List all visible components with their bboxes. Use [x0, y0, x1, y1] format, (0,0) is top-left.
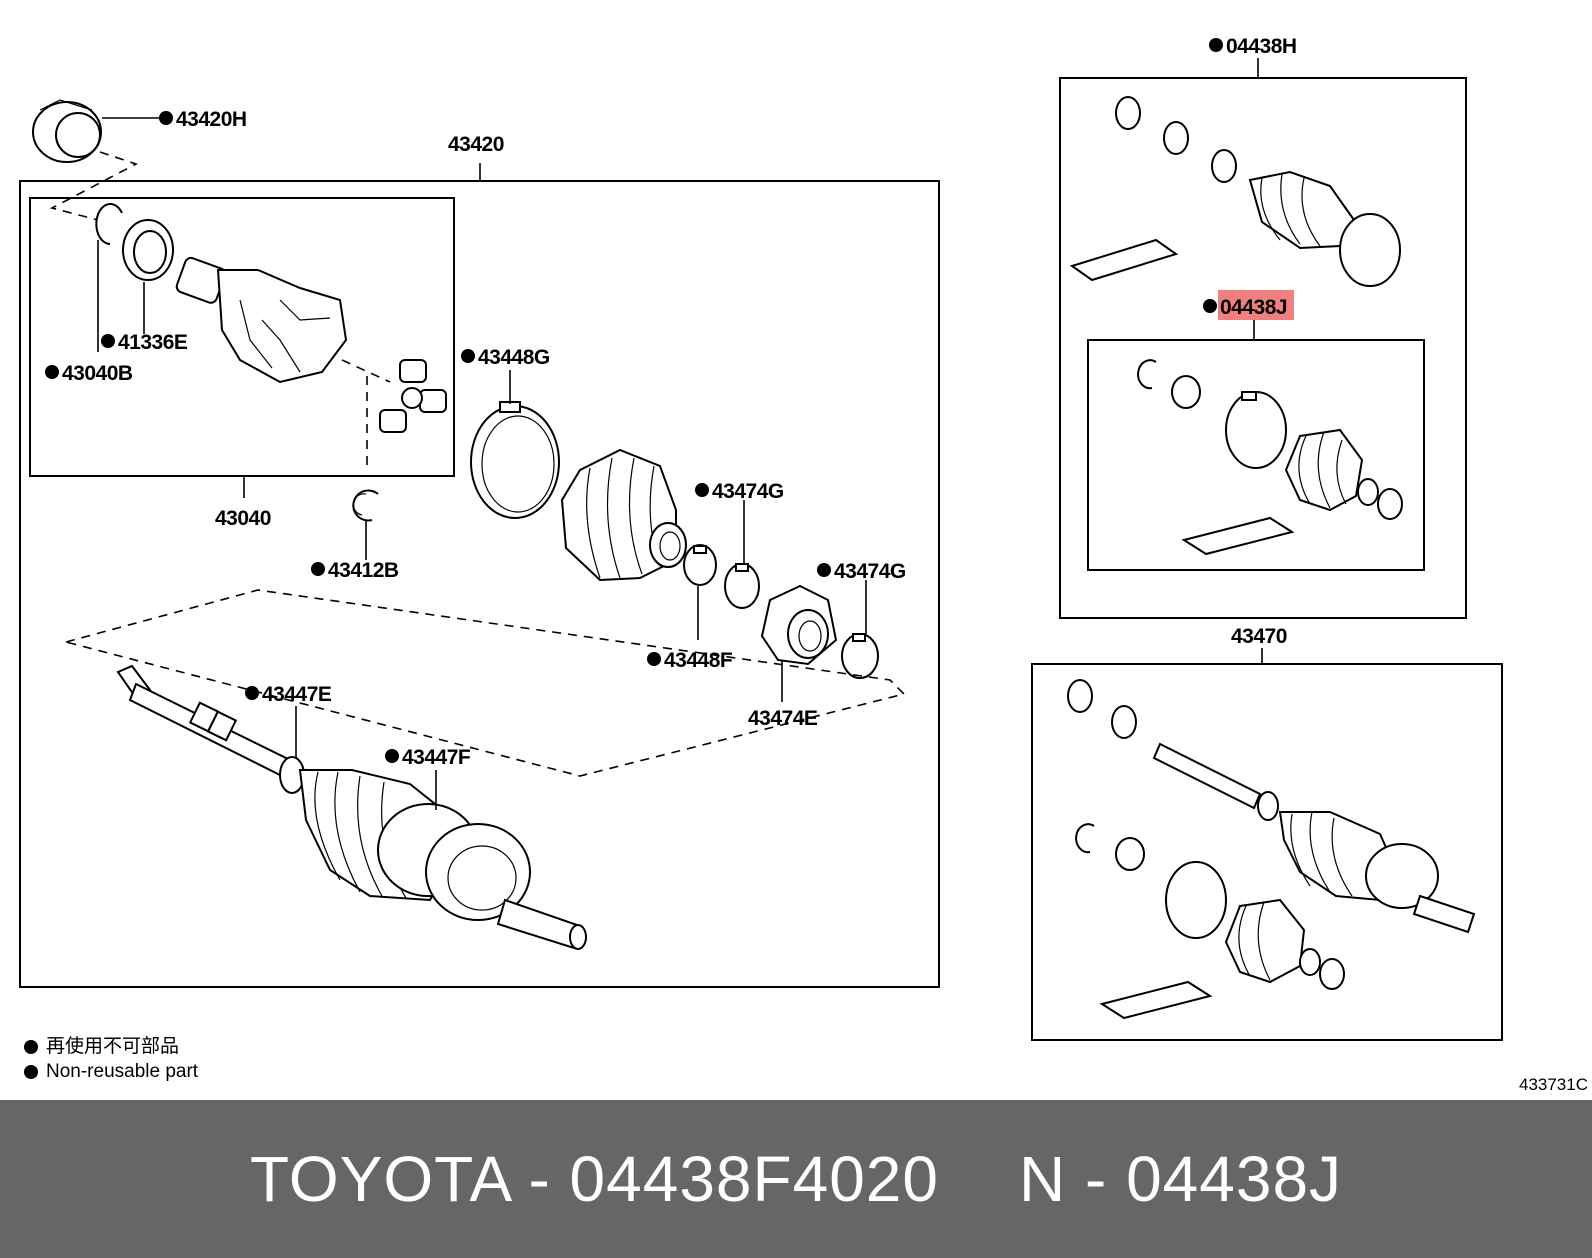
legend-row-ja: 再使用不可部品 [24, 1034, 198, 1059]
outboard-boot [298, 769, 587, 950]
highlight-04438J [1218, 290, 1294, 320]
clamp-43448G [470, 401, 560, 519]
legend-en: Non-reusable part [46, 1061, 199, 1082]
clamp-43474G-2 [841, 633, 879, 679]
box-04438J [1087, 339, 1425, 571]
snap-ring-43040B [95, 203, 123, 245]
bearing-43420H [32, 99, 102, 163]
footer-bar: TOYOTA - 04438F4020 N - 04438J [0, 1100, 1592, 1258]
label-43447E[interactable]: 43447E [262, 683, 332, 706]
seal-41336E [122, 219, 174, 281]
drive-shaft [116, 664, 305, 794]
bullet-icon [24, 1064, 38, 1079]
label-04438H[interactable]: 04438H [1226, 35, 1297, 58]
label-43474E[interactable]: 43474E [748, 707, 818, 730]
label-41336E[interactable]: 41336E [118, 331, 188, 354]
label-43448G[interactable]: 43448G [478, 346, 550, 369]
legend-row-en: Non-reusable part [24, 1059, 198, 1084]
parts-diagram: 43420 43040 43420H 43040B 41336E [19, 35, 1503, 1041]
bullet-icon [24, 1039, 38, 1054]
legend-ja: 再使用不可部品 [46, 1036, 180, 1057]
label-43474G-2[interactable]: 43474G [834, 560, 906, 583]
inboard-boot [560, 448, 687, 582]
snap-ring-43412B [352, 489, 379, 522]
footer-ref-number: N - 04438J [1018, 1143, 1343, 1215]
inboard-joint-housing [175, 256, 348, 384]
clamp-43448F [683, 544, 717, 586]
box-04438H [1059, 77, 1467, 619]
damper-43474E [760, 584, 838, 666]
kit-04438H-parts [1069, 96, 1401, 287]
box-43470 [1031, 663, 1503, 1041]
label-43470[interactable]: 43470 [1231, 625, 1287, 648]
label-43040[interactable]: 43040 [215, 507, 271, 530]
footer-part-number: TOYOTA - 04438F4020 [249, 1143, 939, 1215]
legend: 再使用不可部品 Non-reusable part [24, 1034, 198, 1084]
diagram-code: 433731C [1518, 1075, 1588, 1094]
label-43447F[interactable]: 43447F [402, 746, 471, 769]
label-43474G-1[interactable]: 43474G [712, 480, 784, 503]
label-43420H[interactable]: 43420H [176, 108, 247, 131]
kit-04438J-parts [1137, 359, 1403, 556]
kit-43470-parts [1067, 679, 1476, 1020]
label-43412B[interactable]: 43412B [328, 559, 399, 582]
box-43040 [29, 197, 455, 477]
tripod [379, 359, 447, 433]
clamp-43474G-1 [724, 563, 760, 609]
label-43040B[interactable]: 43040B [62, 362, 133, 385]
label-04438J[interactable]: 04438J [1220, 296, 1288, 319]
label-43420[interactable]: 43420 [448, 133, 504, 156]
